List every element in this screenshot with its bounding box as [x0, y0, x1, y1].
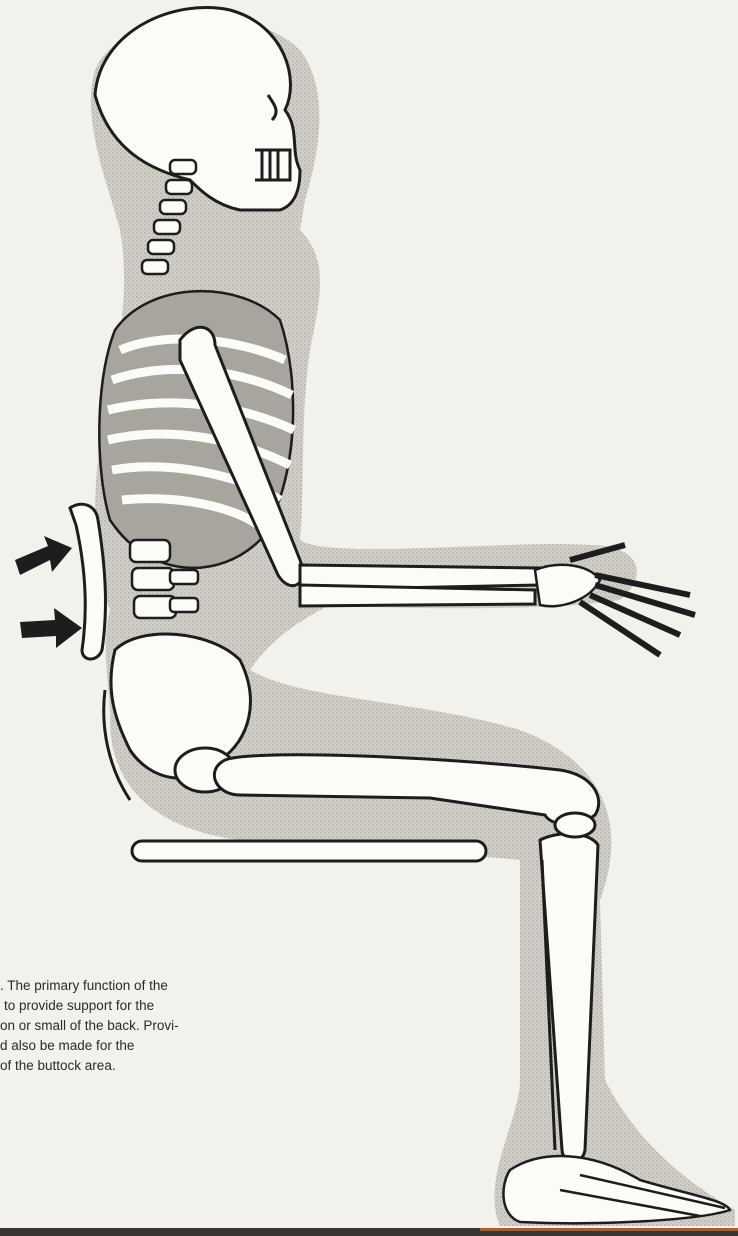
- caption-line: of the buttock area.: [0, 1056, 360, 1076]
- seat-pan: [132, 841, 486, 861]
- caption-line: . The primary function of the: [0, 976, 360, 996]
- figure-caption: . The primary function of the to provide…: [0, 976, 360, 1076]
- page-edge-accent: [480, 1228, 738, 1231]
- caption-line: d also be made for the: [0, 1036, 360, 1056]
- caption-line: to provide support for the: [0, 996, 360, 1016]
- caption-line: on or small of the back. Provi-: [0, 1016, 360, 1036]
- forearm: [300, 565, 540, 606]
- arrow-right-icon: [20, 608, 82, 648]
- arrow-right-icon: [15, 536, 72, 575]
- page-bottom-edge: [0, 1228, 738, 1236]
- lumbar-backrest: [70, 504, 105, 659]
